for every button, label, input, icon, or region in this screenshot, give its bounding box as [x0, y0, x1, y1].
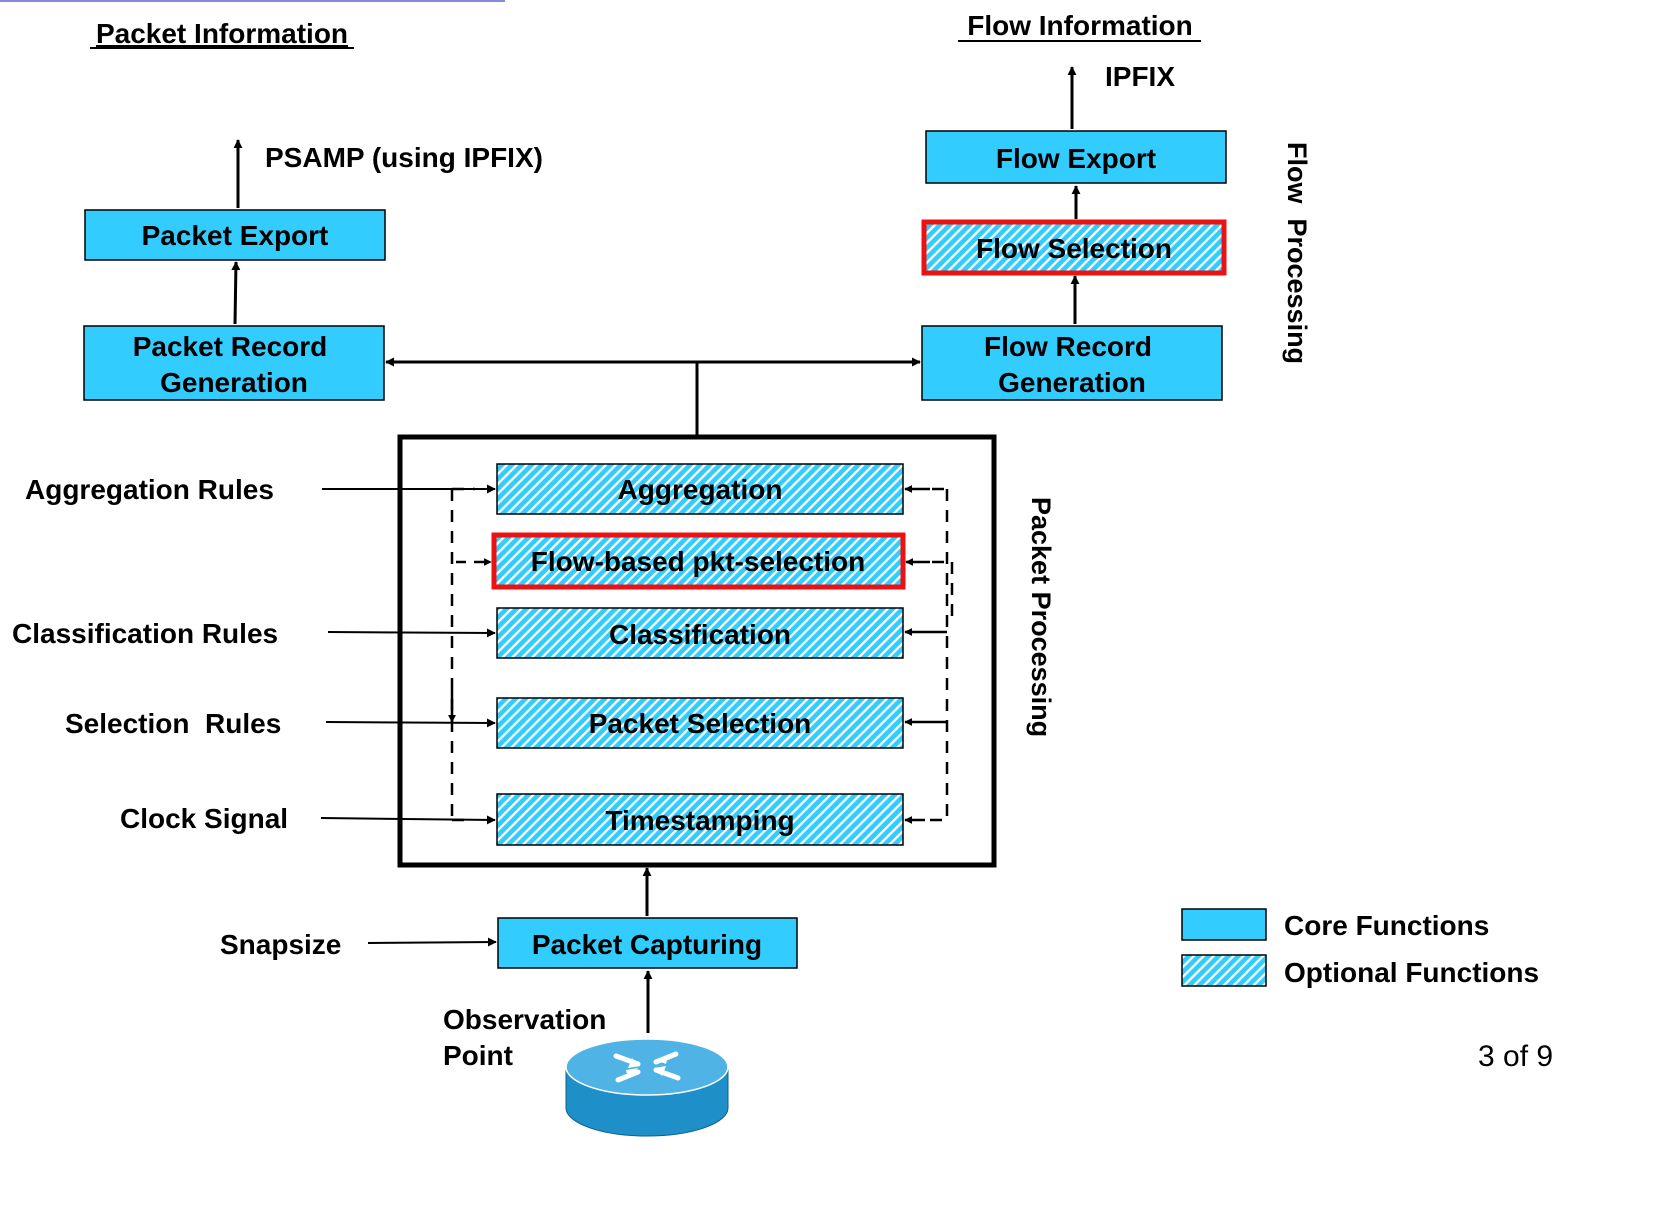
classification-rules-label: Classification Rules: [12, 618, 278, 649]
packet-record-generation-label-line1: Packet Record: [133, 331, 328, 362]
packet-information-header: Packet Information: [96, 18, 348, 49]
packet-selection-box: [496, 697, 904, 749]
aggregation-box: [496, 463, 904, 515]
packet-export-label: Packet Export: [142, 220, 329, 251]
legend-core-label: Core Functions: [1284, 910, 1489, 941]
router-icon: [565, 1038, 729, 1137]
legend-core-swatch: [1181, 908, 1267, 941]
arrow-packet-record-to-export: [231, 261, 241, 325]
classification-box: [496, 607, 904, 659]
packet-export-box: [84, 209, 386, 261]
packet-capturing-label: Packet Capturing: [532, 929, 762, 960]
flow-export-box: [925, 130, 1227, 184]
packet-processing-side-label: Packet Processing: [1026, 497, 1056, 737]
psamp-label: PSAMP (using IPFIX): [265, 142, 543, 173]
flow-record-generation-label-line1: Flow Record: [984, 331, 1152, 362]
flow-record-generation-label-line2: Generation: [998, 367, 1146, 398]
flow-processing-side-label: Flow Processing: [1282, 142, 1312, 364]
left-dashed-feedback: [450, 487, 475, 822]
timestamping-box: [496, 793, 904, 846]
flow-information-header: Flow Information: [967, 10, 1193, 41]
flow-based-pkt-selection-box: [491, 532, 906, 590]
packet-record-generation-box: [83, 325, 385, 401]
flow-selection-box: [921, 219, 1227, 276]
page-number: 3 of 9: [1478, 1040, 1553, 1073]
packet-processing-container: [397, 434, 997, 868]
legend-optional-swatch: [1181, 954, 1267, 987]
snapsize-label: Snapsize: [220, 929, 341, 960]
flow-export-label: Flow Export: [996, 143, 1156, 174]
flow-record-generation-box: [921, 325, 1223, 401]
arrow-snapsize: [367, 937, 497, 947]
timestamping-label: Timestamping: [605, 805, 794, 836]
arrow-selection-rules: [325, 718, 496, 728]
right-dashed-feedback: [930, 487, 954, 822]
aggregation-rules-label: Aggregation Rules: [25, 474, 274, 505]
classification-label: Classification: [609, 619, 791, 650]
clock-signal-label: Clock Signal: [120, 803, 288, 834]
arrow-clock-signal: [320, 815, 496, 825]
ipfix-label: IPFIX: [1105, 61, 1175, 92]
packet-record-generation-label-line2: Generation: [160, 367, 308, 398]
observation-point-label-line2: Point: [443, 1040, 513, 1071]
arrow-classification-rules: [327, 628, 496, 638]
selection-rules-label: Selection Rules: [65, 708, 281, 739]
legend-optional-label: Optional Functions: [1284, 957, 1539, 988]
packet-selection-label: Packet Selection: [589, 708, 812, 739]
flow-selection-label: Flow Selection: [976, 233, 1172, 264]
aggregation-label: Aggregation: [618, 474, 783, 505]
packet-capturing-box: [497, 917, 798, 969]
flow-based-pkt-selection-label: Flow-based pkt-selection: [531, 546, 866, 577]
observation-point-label-line1: Observation: [443, 1004, 606, 1035]
